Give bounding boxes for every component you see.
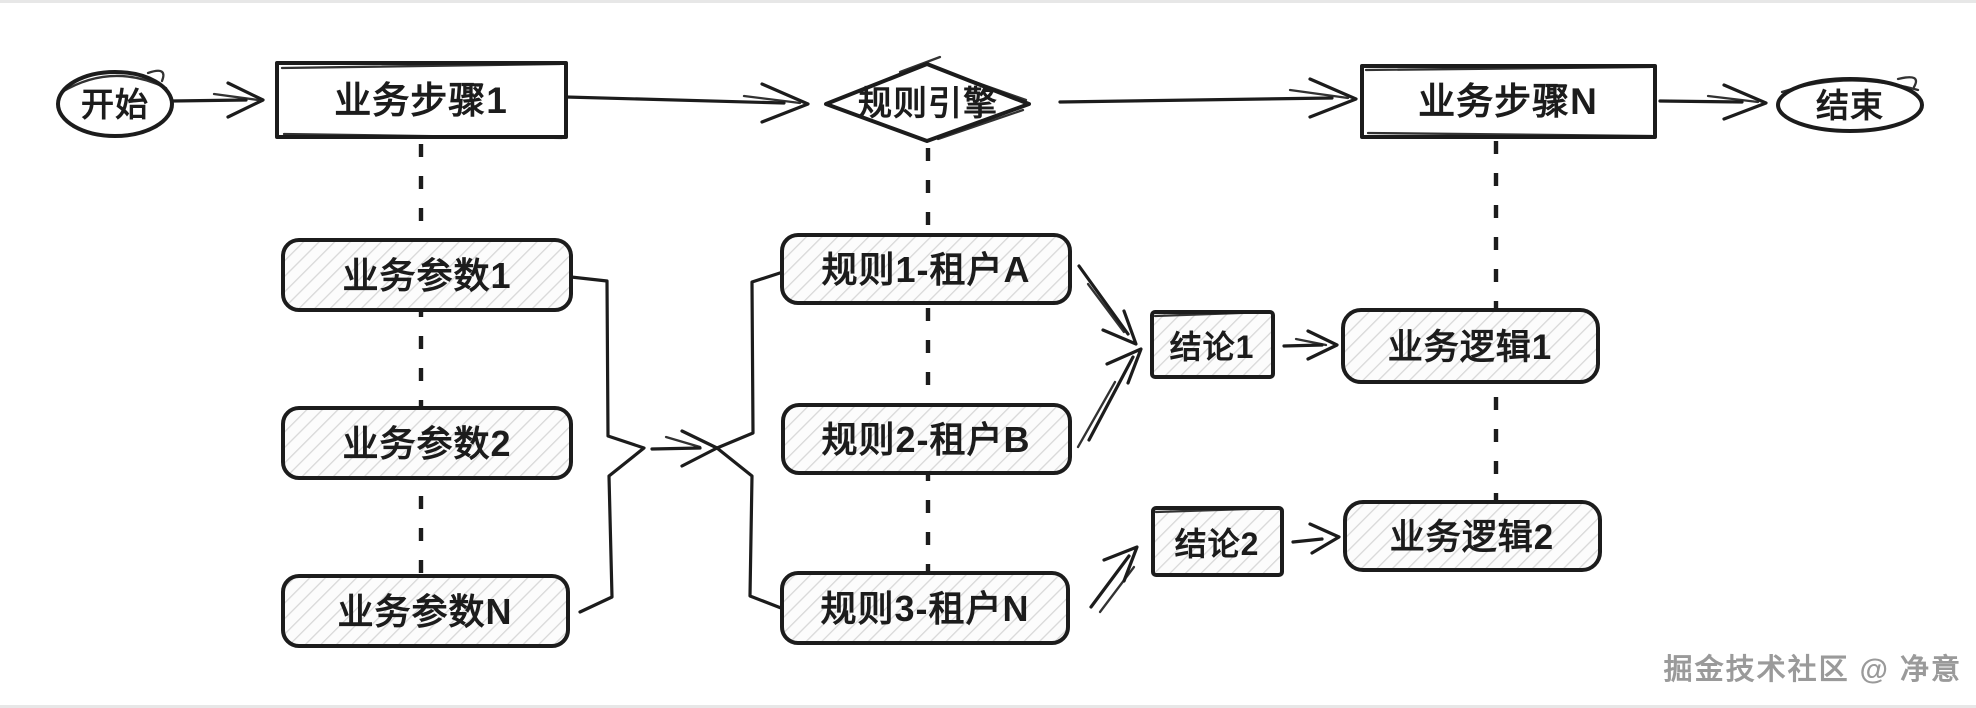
brace-rules-group xyxy=(715,270,785,610)
step1-label: 业务步骤1 xyxy=(334,80,508,121)
arrow-parameters-to-rules xyxy=(650,429,719,468)
arrow-rule3-to-conclusion2 xyxy=(1089,545,1139,614)
node-end: 结束 xyxy=(1776,76,1924,133)
param2-label: 业务参数2 xyxy=(342,423,511,464)
node-conclusion2: 结论2 xyxy=(1151,506,1284,577)
param1-label: 业务参数1 xyxy=(342,255,511,296)
node-logic2: 业务逻辑2 xyxy=(1343,500,1602,572)
end-label: 结束 xyxy=(1816,87,1884,124)
edge-rule-engine-to-stepN xyxy=(1058,77,1358,119)
conclusion1-label: 结论1 xyxy=(1170,329,1255,365)
node-param1: 业务参数1 xyxy=(281,238,573,312)
node-start: 开始 xyxy=(56,69,174,138)
watermark-shadow-text: 掘金技术社区 @ 净意 xyxy=(1666,654,1964,688)
rule1-label: 规则1-租户A xyxy=(821,249,1030,290)
node-stepN: 业务步骤N xyxy=(1360,64,1657,139)
rule-engine-label: 规则引擎 xyxy=(858,85,998,123)
node-conclusion1: 结论1 xyxy=(1150,310,1275,379)
node-param2: 业务参数2 xyxy=(281,406,573,480)
edge-start-to-step1 xyxy=(170,81,265,119)
arrow-conclusion1-to-logic1 xyxy=(1282,329,1339,361)
node-logic1: 业务逻辑1 xyxy=(1341,308,1600,384)
arrow-rule1-to-conclusion1 xyxy=(1077,264,1138,346)
rule2-label: 规则2-租户B xyxy=(821,419,1030,460)
edge-stepN-to-end xyxy=(1658,83,1768,121)
watermark-text: 掘金技术社区 @ 净意 xyxy=(1664,652,1962,686)
arrow-rule2-to-conclusion1 xyxy=(1076,347,1143,449)
watermark: 掘金技术社区 @ 净意 掘金技术社区 @ 净意 xyxy=(1664,652,1964,688)
node-rule2: 规则2-租户B xyxy=(781,403,1072,475)
logic1-label: 业务逻辑1 xyxy=(1388,328,1552,367)
stepN-label: 业务步骤N xyxy=(1418,81,1598,122)
node-rule3: 规则3-租户N xyxy=(780,571,1070,645)
edge-step1-to-rule-engine xyxy=(564,82,810,124)
node-rule-engine: 规则引擎 xyxy=(824,55,1031,143)
paramN-label: 业务参数N xyxy=(338,591,513,632)
node-rule1: 规则1-租户A xyxy=(780,233,1072,305)
conclusion2-label: 结论2 xyxy=(1175,526,1260,562)
node-step1: 业务步骤1 xyxy=(275,61,568,140)
rule3-label: 规则3-租户N xyxy=(820,588,1029,629)
brace-parameters-group xyxy=(569,275,646,614)
arrow-conclusion2-to-logic2 xyxy=(1291,522,1341,555)
node-paramN: 业务参数N xyxy=(281,574,570,648)
start-label: 开始 xyxy=(81,86,149,123)
logic2-label: 业务逻辑2 xyxy=(1390,518,1554,557)
